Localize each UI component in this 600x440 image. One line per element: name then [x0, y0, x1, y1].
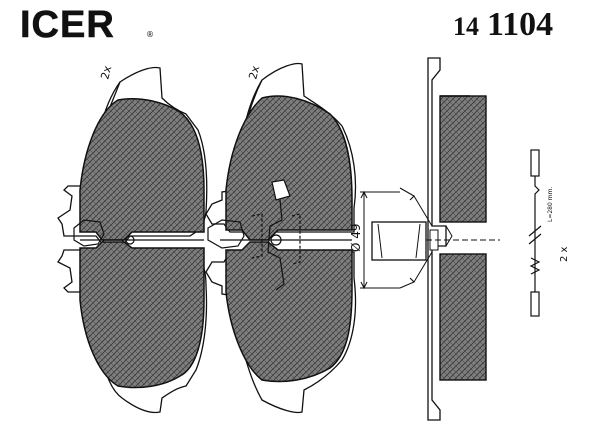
middle-pad-friction-lower [225, 241, 353, 383]
part-number: 14 1104 [453, 8, 553, 42]
left-pad-qty-label: 2x [98, 64, 114, 81]
part-number-prefix: 14 [453, 12, 479, 41]
registered-mark: ® [146, 30, 154, 39]
diameter-dimension [360, 190, 400, 290]
left-pad-friction-lower [79, 241, 205, 389]
side-view-friction-lower [439, 253, 487, 381]
diameter-label: Ø 49 [349, 223, 363, 252]
side-view-friction-upper [439, 95, 487, 223]
pad-side-view [371, 57, 500, 421]
left-backing-plate [57, 66, 208, 247]
left-pad-friction-upper [79, 97, 205, 241]
left-pad-center-clip [73, 219, 204, 247]
sensor-length-label: L=280 mm. [547, 187, 554, 222]
middle-pad-qty-label: 2x [246, 64, 262, 81]
middle-pad-wear-indicator [207, 179, 352, 291]
middle-pad-friction-upper [225, 95, 353, 241]
brand-logo: ICER [20, 4, 115, 46]
part-number-main: 1104 [487, 6, 554, 43]
sensor-qty-label: 2 x [559, 246, 570, 262]
wear-sensor-wire [528, 149, 542, 317]
